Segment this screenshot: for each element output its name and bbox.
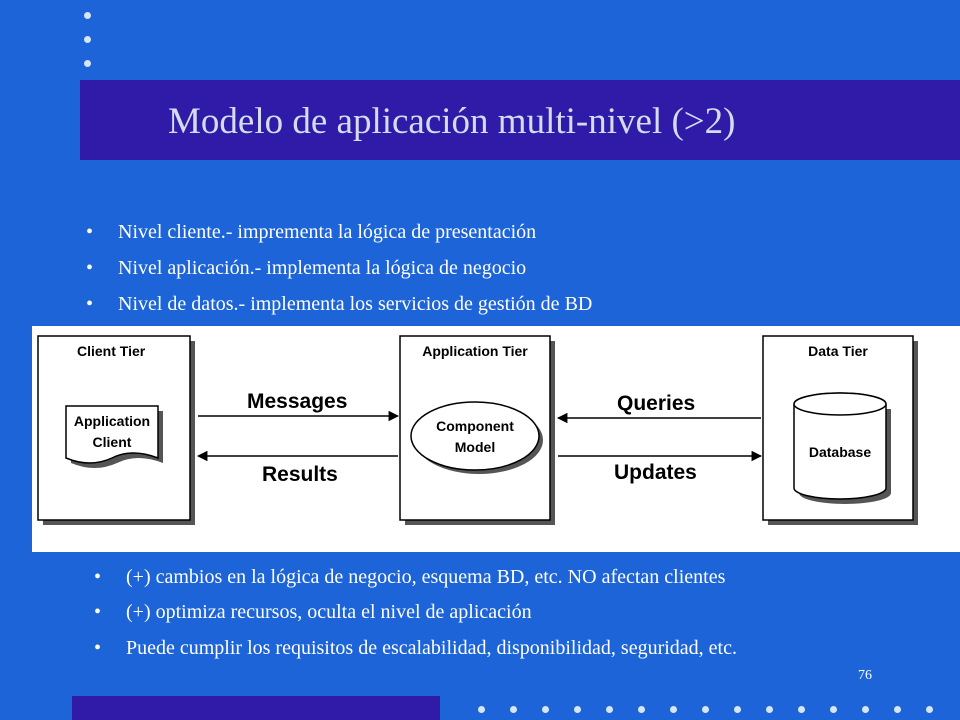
component-model-line2: Model xyxy=(455,439,495,455)
bullet-item: • Puede cumplir los requisitos de escala… xyxy=(94,637,737,660)
database-label: Database xyxy=(809,444,871,460)
bullet-mark: • xyxy=(86,293,94,315)
bullet-item: • Nivel cliente.- imprementa la lógica d… xyxy=(86,221,537,244)
queries-label: Queries xyxy=(617,392,695,415)
component-model-ellipse: Component Model xyxy=(410,401,543,474)
bullet-mark: • xyxy=(86,221,94,243)
decorative-dot xyxy=(862,706,869,713)
bullet-mark: • xyxy=(94,601,102,623)
application-tier-label: Application Tier xyxy=(422,343,528,359)
decorative-dot xyxy=(638,706,645,713)
decorative-dot xyxy=(830,706,837,713)
title-bar: Modelo de aplicación multi-nivel (>2) xyxy=(80,80,960,160)
decorative-dot xyxy=(702,706,709,713)
bullet-text: Nivel de datos.- implementa los servicio… xyxy=(118,293,593,315)
bullet-item: • Nivel de datos.- implementa los servic… xyxy=(86,293,593,316)
updates-label: Updates xyxy=(614,461,697,484)
bullet-item: • (+) optimiza recursos, oculta el nivel… xyxy=(94,601,532,624)
decorative-dot xyxy=(510,706,517,713)
decorative-dot xyxy=(606,706,613,713)
decorative-dot xyxy=(734,706,741,713)
decorative-dot xyxy=(84,12,91,19)
bullet-text: Nivel cliente.- imprementa la lógica de … xyxy=(118,221,537,243)
decorative-dot xyxy=(574,706,581,713)
bullet-text: Nivel aplicación.- implementa la lógica … xyxy=(118,257,527,279)
architecture-diagram: Client Tier Application Client Applicati… xyxy=(32,326,960,552)
application-client-line2: Client xyxy=(93,434,132,450)
bullet-item: • Nivel aplicación.- implementa la lógic… xyxy=(86,257,527,280)
database-cylinder: Database xyxy=(793,392,891,504)
bullet-text: Puede cumplir los requisitos de escalabi… xyxy=(126,637,737,659)
decorative-dot xyxy=(84,60,91,67)
client-tier-box: Client Tier xyxy=(37,335,195,525)
page-number: 76 xyxy=(858,668,872,683)
slide-title: Modelo de aplicación multi-nivel (>2) xyxy=(168,101,736,142)
messages-label: Messages xyxy=(247,390,347,413)
diagram-svg: Client Tier Application Client Applicati… xyxy=(37,335,918,525)
decorative-dot xyxy=(798,706,805,713)
application-client-document: Application Client xyxy=(65,405,163,468)
results-label: Results xyxy=(262,463,338,486)
component-model-line1: Component xyxy=(436,418,514,434)
decorative-dot xyxy=(926,706,933,713)
decorative-dot xyxy=(478,706,485,713)
client-tier-label: Client Tier xyxy=(77,343,146,359)
bullet-item: • (+) cambios en la lógica de negocio, e… xyxy=(94,566,726,589)
decorative-dot xyxy=(670,706,677,713)
bullet-text: (+) optimiza recursos, oculta el nivel d… xyxy=(126,601,532,623)
decorative-dot xyxy=(894,706,901,713)
bullet-mark: • xyxy=(94,637,102,659)
bullet-mark: • xyxy=(94,566,102,588)
application-client-line1: Application xyxy=(74,413,150,429)
bullet-text: (+) cambios en la lógica de negocio, esq… xyxy=(126,566,726,588)
decorative-dot xyxy=(542,706,549,713)
bullet-mark: • xyxy=(86,257,94,279)
data-tier-label: Data Tier xyxy=(808,343,868,359)
bottom-bar xyxy=(72,696,440,720)
decorative-dot xyxy=(766,706,773,713)
decorative-dot xyxy=(84,36,91,43)
